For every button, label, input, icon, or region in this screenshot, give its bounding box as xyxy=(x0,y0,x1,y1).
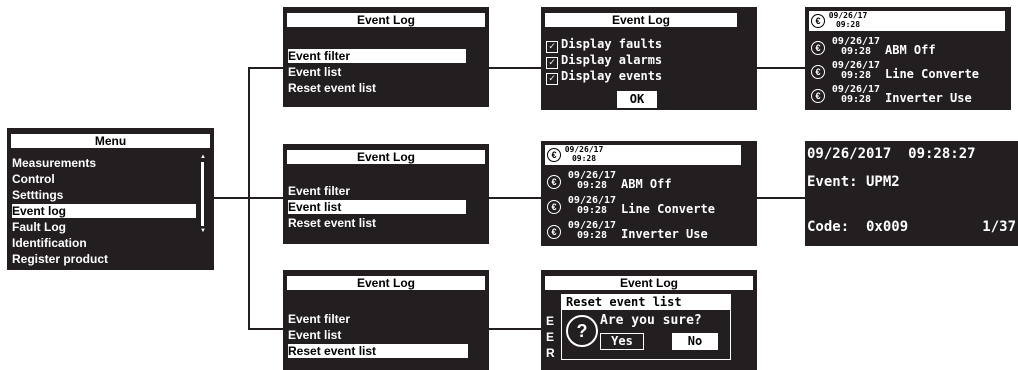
menu-item-settings[interactable]: Setttings xyxy=(12,188,64,202)
menu-screen: Menu Measurements Control Setttings Even… xyxy=(7,128,214,270)
display-events-option[interactable]: ✓Display events xyxy=(546,69,663,85)
event-list-item[interactable]: Event list xyxy=(288,65,342,79)
checkbox-icon[interactable]: ✓ xyxy=(546,73,558,85)
event-log-title: Event Log xyxy=(287,13,485,27)
reset-event-list-item[interactable]: Reset event list xyxy=(288,344,468,358)
event-icon: € xyxy=(811,41,825,55)
background-letter: E xyxy=(546,330,555,344)
reset-event-list-item[interactable]: Reset event list xyxy=(288,81,377,95)
menu-item-identification[interactable]: Identification xyxy=(12,236,87,250)
event-icon: € xyxy=(811,65,825,79)
menu-item-register-product[interactable]: Register product xyxy=(12,252,109,266)
connector-to-eventlog-3 xyxy=(248,328,283,330)
display-faults-label: Display faults xyxy=(561,37,663,51)
event-text: ABM Off xyxy=(885,43,936,57)
event-filter-item[interactable]: Event filter xyxy=(288,49,466,63)
connector-menu-out xyxy=(207,197,249,199)
ok-button[interactable]: OK xyxy=(617,91,657,108)
checkbox-icon[interactable]: ✓ xyxy=(546,57,558,69)
event-text: Inverter Use xyxy=(621,227,708,241)
event-text: Line Converte xyxy=(621,202,715,216)
event-text: Line Converte xyxy=(885,67,979,81)
menu-item-measurements[interactable]: Measurements xyxy=(12,156,97,170)
connector-detail xyxy=(757,197,805,199)
display-events-label: Display events xyxy=(561,69,663,83)
event-datetime: 09/26/2017 09:28:27 xyxy=(807,146,976,162)
menu-item-event-log[interactable]: Event log xyxy=(12,204,196,218)
event-icon: € xyxy=(547,148,561,162)
menu-title: Menu xyxy=(11,134,210,148)
confirm-dialog: Reset event list ? Are you sure? Yes No xyxy=(561,294,731,360)
event-icon: € xyxy=(547,200,561,214)
background-letter: R xyxy=(546,346,555,360)
event-code: Code: 0x009 xyxy=(807,219,909,235)
question-icon: ? xyxy=(566,315,598,347)
dialog-header: Reset event list xyxy=(562,295,730,310)
event-name: Event: UPM2 xyxy=(807,174,900,190)
yes-button[interactable]: Yes xyxy=(600,333,644,350)
event-icon: € xyxy=(547,225,561,239)
display-alarms-option[interactable]: ✓Display alarms xyxy=(546,53,663,69)
event-list-item[interactable]: Event list xyxy=(288,200,466,214)
filter-screen-title: Event Log xyxy=(545,13,737,27)
reset-screen-title: Event Log xyxy=(545,276,753,290)
connector-reset xyxy=(489,328,541,330)
event-filter-item[interactable]: Event filter xyxy=(288,312,351,326)
event-filter-item[interactable]: Event filter xyxy=(288,184,351,198)
connector-filter-result xyxy=(757,67,805,69)
connector-to-eventlog-1 xyxy=(248,67,283,69)
event-log-screen-reset: Event Log Event filter Event list Reset … xyxy=(283,270,489,370)
event-log-screen-list: Event Log Event filter Event list Reset … xyxy=(283,144,489,244)
event-icon: € xyxy=(811,14,825,28)
menu-item-control[interactable]: Control xyxy=(12,172,55,186)
event-position: 1/37 xyxy=(982,219,1016,235)
reset-event-list-item[interactable]: Reset event list xyxy=(288,216,377,230)
event-filter-screen: Event Log ✓Display faults ✓Display alarm… xyxy=(541,7,757,110)
menu-item-fault-log[interactable]: Fault Log xyxy=(12,220,66,234)
display-alarms-label: Display alarms xyxy=(561,53,663,67)
menu-scrollbar[interactable]: ▲ ▼ xyxy=(200,154,206,234)
background-letter: E xyxy=(546,314,555,328)
connector-to-eventlog-2 xyxy=(248,197,283,199)
event-icon: € xyxy=(811,89,825,103)
event-log-title: Event Log xyxy=(287,150,485,164)
event-icon: € xyxy=(547,175,561,189)
reset-confirm-screen: Event Log E E R Reset event list ? Are y… xyxy=(541,270,757,370)
connector-list xyxy=(489,197,541,199)
display-faults-option[interactable]: ✓Display faults xyxy=(546,37,663,53)
event-text: Inverter Use xyxy=(885,91,972,105)
event-list-item[interactable]: Event list xyxy=(288,328,342,342)
event-detail-screen: 09/26/2017 09:28:27 Event: UPM2 Code: 0x… xyxy=(805,141,1018,246)
event-log-title: Event Log xyxy=(287,276,485,290)
connector-filter xyxy=(489,67,541,69)
dialog-question: Are you sure? xyxy=(600,313,702,328)
event-text: ABM Off xyxy=(621,177,672,191)
checkbox-icon[interactable]: ✓ xyxy=(546,41,558,53)
no-button[interactable]: No xyxy=(672,333,718,350)
event-log-screen-filter: Event Log Event filter Event list Reset … xyxy=(283,7,489,107)
